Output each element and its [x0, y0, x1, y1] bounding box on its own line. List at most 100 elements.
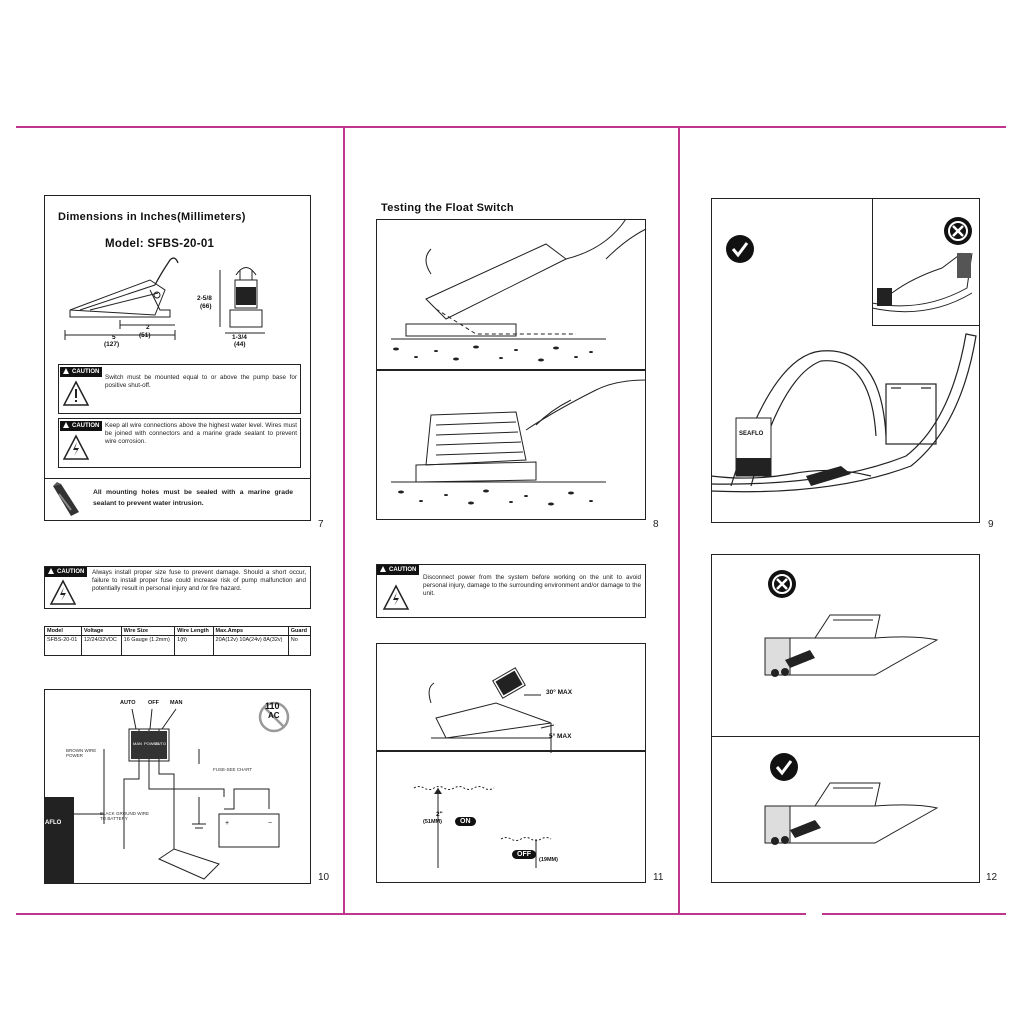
caution-badge-1: CAUTION: [60, 367, 102, 377]
dim-height: 2-5/8: [197, 295, 212, 302]
page-number-9: 9: [988, 519, 994, 530]
electrical-hazard-icon: [382, 584, 410, 610]
cell-max-amps: 20A(12v) 10A(24v) 8A(32v): [212, 635, 289, 656]
test-panel-top: [376, 219, 646, 370]
boat-hull-installation-illustration: [710, 333, 977, 493]
dim-depth: 1-3/4: [232, 334, 247, 341]
installation-panel: [711, 198, 980, 523]
cell-guard: No: [287, 635, 312, 656]
wrong-icon: [768, 570, 796, 598]
col-max-amps: Max.Amps: [212, 626, 289, 636]
page-number-10: 10: [318, 872, 330, 883]
caution-text-1: Switch must be mounted equal to or above…: [105, 374, 297, 389]
dim-width: 2: [146, 324, 150, 331]
fuse-caution-box: [44, 566, 311, 609]
test-panel-bottom: [376, 370, 646, 520]
wiring-diagram: [44, 701, 290, 884]
warning-exclamation-icon: [62, 380, 90, 406]
testing-title: Testing the Float Switch: [381, 202, 514, 214]
model-title: Model: SFBS-20-01: [105, 238, 215, 250]
switch-side-power: POWER: [144, 741, 160, 746]
battery-plus: +: [225, 820, 230, 827]
disconnect-caution-box: [376, 564, 646, 618]
fuse-caution-text: Always install proper size fuse to preve…: [92, 569, 306, 592]
on-mm-label: (51MM): [423, 819, 442, 825]
switch-label-auto: AUTO: [120, 700, 136, 706]
dim-height-mm: (66): [200, 303, 212, 310]
page-number-11: 11: [653, 872, 664, 883]
off-mm-label: (19MM): [539, 857, 558, 863]
col-wire-length: Wire Length: [174, 626, 214, 636]
transom-panel: [711, 554, 980, 883]
pump-float-press-illustration: [391, 379, 647, 506]
on-badge: ON: [455, 817, 476, 826]
wrong-install-inset: [872, 198, 980, 326]
caution-badge-disconnect: CAUTION: [377, 565, 419, 575]
switch-side-man: MAN: [133, 741, 142, 746]
battery-minus: −: [268, 820, 273, 827]
transom-divider: [711, 736, 980, 738]
angle-5-label: 5° MAX: [549, 733, 572, 740]
dim-length-mm: (127): [104, 341, 120, 348]
top-rule: [16, 126, 1006, 128]
dim-width-mm: (51): [139, 332, 151, 339]
battery-ground-label: BLACK GROUND WIRE TO BATTERY: [100, 811, 150, 821]
dim-length: 5: [112, 334, 116, 341]
cell-voltage: 12/24/32VDC: [80, 635, 122, 656]
switch-label-man: MAN: [170, 700, 183, 706]
angle-30-label: 30° MAX: [546, 689, 573, 696]
water-level-panel: [376, 751, 646, 883]
bottom-rule: [16, 913, 806, 915]
off-badge: OFF: [512, 850, 536, 859]
check-icon: [770, 753, 798, 781]
cell-model: SFBS-20-01: [44, 635, 82, 656]
water-level-illustration: [413, 786, 552, 868]
voltage-110-label: 110: [265, 701, 280, 711]
switch-label-off: OFF: [148, 700, 159, 706]
brand-partial-label: AFLO: [45, 820, 62, 826]
column-divider-2: [678, 126, 680, 915]
boat-wrong-install-illustration: [764, 614, 939, 677]
float-switch-dimension-drawing: [64, 257, 265, 340]
electrical-hazard-icon: [49, 579, 77, 605]
disconnect-caution-text: Disconnect power from the system before …: [423, 574, 641, 597]
mounting-angle-illustration: [391, 667, 616, 753]
sealant-tube-icon: [53, 482, 79, 516]
on-height-label: 2": [436, 811, 443, 818]
boat-correct-install-illustration: [764, 782, 939, 845]
caution-text-2: Keep all wire connections above the high…: [105, 422, 297, 445]
cell-wire-length: 1(ft): [174, 635, 214, 656]
cell-wire-size: 16 Gauge (1.2mm): [120, 635, 176, 656]
electrical-hazard-icon: [62, 434, 90, 460]
dimensions-title: Dimensions in Inches(Millimeters): [58, 211, 246, 223]
col-guard: Guard: [287, 626, 312, 636]
dim-depth-mm: (44): [234, 341, 246, 348]
bottom-rule-end: [822, 913, 1006, 915]
brown-wire-label: BROWN WIRE POWER: [66, 748, 97, 758]
page-number-7: 7: [318, 519, 324, 530]
column-divider-1: [343, 126, 345, 915]
caution-badge-2: CAUTION: [60, 421, 102, 431]
seaflo-brand: SEAFLO: [739, 431, 764, 437]
col-model: Model: [44, 626, 82, 636]
wrong-install-illustration: [871, 252, 973, 313]
float-lift-illustration: [391, 218, 647, 362]
col-wire-size: Wire Size: [120, 626, 176, 636]
caution-box-2: [58, 418, 301, 468]
page-number-8: 8: [653, 519, 659, 530]
ac-label: AC: [268, 711, 280, 720]
col-voltage: Voltage: [80, 626, 122, 636]
sealant-text: All mounting holes must be sealed with a…: [93, 489, 293, 507]
fuse-label: FUSE-SEE CHART: [213, 767, 253, 772]
wiring-diagram-panel: [44, 689, 311, 884]
page-number-12: 12: [986, 872, 998, 883]
spec-table: Model Voltage Wire Size Wire Length Max.…: [44, 626, 312, 656]
check-icon: [726, 235, 754, 263]
caution-box-1: [58, 364, 301, 414]
sealant-box: [44, 478, 311, 521]
table-row: SFBS-20-01 12/24/32VDC 16 Gauge (1.2mm) …: [44, 635, 312, 656]
switch-side-auto: AUTO: [155, 741, 167, 746]
wrong-icon: [944, 217, 972, 245]
spec-table-header: Model Voltage Wire Size Wire Length Max.…: [44, 626, 312, 636]
caution-badge-fuse: CAUTION: [45, 567, 87, 577]
